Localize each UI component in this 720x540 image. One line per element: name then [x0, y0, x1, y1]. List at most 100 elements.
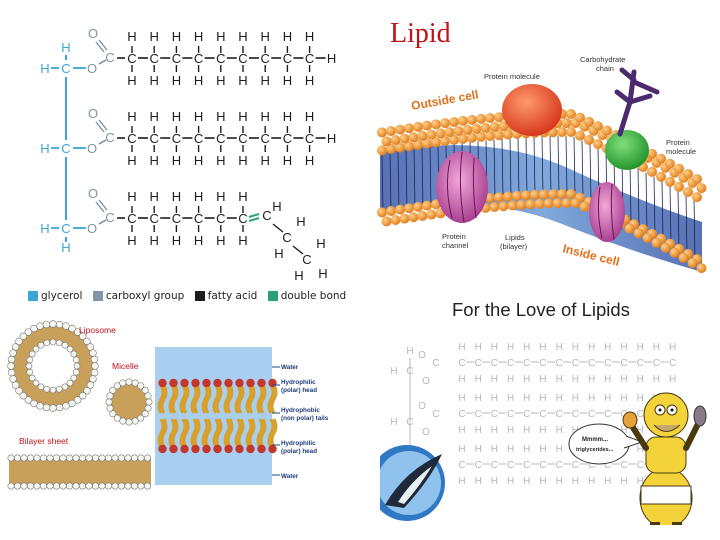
micelle-head	[125, 378, 133, 386]
glycerol-atom: C	[61, 61, 70, 76]
fatty-acid-atom: H	[261, 153, 270, 168]
cross-head	[202, 378, 211, 388]
faded-atom: C	[572, 358, 579, 369]
faded-atom: H	[458, 342, 465, 353]
liposome-head	[68, 324, 76, 333]
cross-section-labels: Water Hydrophilic (polar) head Hydrophob…	[281, 364, 329, 480]
lipid-head	[692, 174, 702, 185]
fatty-acid-atom: H	[294, 268, 303, 283]
carboxyl-bond	[98, 219, 107, 225]
fatty-acid-atom: C	[172, 51, 181, 66]
lipid-structures-panel: Liposome Micelle Bilayer sheet	[7, 320, 153, 490]
cell-membrane-diagram: Outside cell Inside cell Protein molecul…	[377, 55, 707, 274]
liposome-head	[89, 375, 97, 383]
lipid-head	[431, 119, 441, 130]
faded-atom: C	[539, 460, 546, 471]
faded-atom: H	[475, 374, 482, 385]
faded-atom: H	[390, 366, 397, 377]
lipid-tail	[405, 150, 408, 209]
lipid-head	[417, 130, 428, 141]
glycerol-atom: H	[61, 240, 70, 255]
sheet-head	[20, 454, 28, 462]
faded-atom: H	[588, 374, 595, 385]
liposome-head	[9, 375, 17, 383]
faded-atom: C	[491, 358, 498, 369]
liposome-head	[7, 368, 16, 377]
lipid-head	[566, 127, 576, 138]
liposome-head	[68, 399, 76, 408]
faded-atom: H	[458, 476, 465, 487]
liposome-head	[7, 362, 15, 370]
lipid-head	[602, 125, 612, 136]
cross-tail	[190, 384, 198, 414]
cross-tail	[237, 418, 245, 448]
fatty-acid-atom: C	[127, 211, 136, 226]
sheet-head	[65, 454, 73, 462]
lipid-head	[413, 121, 423, 132]
sheet-head	[105, 454, 113, 462]
faded-atom: C	[588, 460, 595, 471]
liposome-head	[73, 328, 82, 336]
faded-atom: C	[523, 358, 530, 369]
fatty-acid-atom: H	[316, 236, 325, 251]
lipid-tail	[517, 137, 520, 196]
fatty-acid-atom: C	[261, 131, 270, 146]
cross-tail	[267, 418, 275, 448]
fatty-acid-atom: H	[283, 29, 292, 44]
fatty-acid-atom: H	[150, 153, 159, 168]
faded-atom: H	[637, 393, 644, 404]
faded-atom: H	[390, 417, 397, 428]
lipid-head	[669, 247, 680, 258]
lipid-head	[561, 118, 572, 129]
faded-atom: H	[556, 374, 563, 385]
lipid-head	[494, 130, 504, 141]
fatty-acid-atom: H	[238, 153, 247, 168]
lipid-head	[647, 166, 657, 177]
micelle-head	[131, 417, 139, 425]
liposome-head	[15, 337, 23, 346]
sheet-head	[79, 454, 87, 462]
faded-atom: H	[620, 476, 627, 487]
faded-atom: C	[458, 409, 465, 420]
water-background	[155, 347, 272, 485]
liposome-head	[24, 328, 33, 336]
lipid-tail	[429, 147, 432, 206]
lipid-tail	[637, 168, 640, 227]
faded-atom: H	[475, 342, 482, 353]
protein-channel-label-2: channel	[442, 241, 469, 250]
carbohydrate-label: Carbohydrate	[580, 55, 625, 64]
faded-atom: C	[507, 409, 514, 420]
lipid-head	[485, 193, 495, 204]
fatty-acid-atom: C	[302, 252, 311, 267]
slide-title: Lipid	[390, 18, 451, 49]
faded-atom: H	[539, 374, 546, 385]
cross-head	[257, 378, 266, 388]
lipid-head	[552, 198, 563, 209]
sheet-head	[111, 454, 119, 462]
faded-atom: H	[523, 444, 530, 455]
fatty-acid-bond	[292, 245, 304, 255]
protein-molecule-right-label-2: molecule	[666, 147, 696, 156]
faded-atom: C	[588, 358, 595, 369]
cross-head	[180, 378, 189, 388]
fatty-acid-atom: H	[150, 189, 159, 204]
lipid-tail	[629, 164, 632, 223]
lipid-head	[426, 129, 437, 140]
legend-carboxyl: carboxyl group	[92, 290, 184, 302]
liposome-head	[89, 349, 97, 357]
water-top-label: Water	[281, 364, 299, 371]
sheet-head	[137, 482, 145, 490]
lipid-head	[440, 118, 450, 129]
lipid-tail	[397, 151, 400, 210]
lipid-head	[593, 121, 603, 132]
sheet-head	[46, 482, 54, 490]
lipid-head	[431, 137, 441, 148]
sheet-head	[14, 454, 22, 462]
faded-atom: H	[572, 393, 579, 404]
lipid-head	[566, 109, 576, 120]
lipid-head	[449, 134, 459, 145]
liposome-head	[43, 339, 51, 347]
faded-atom: C	[604, 460, 611, 471]
faded-atom: C	[620, 409, 627, 420]
lipid-head	[678, 252, 689, 263]
